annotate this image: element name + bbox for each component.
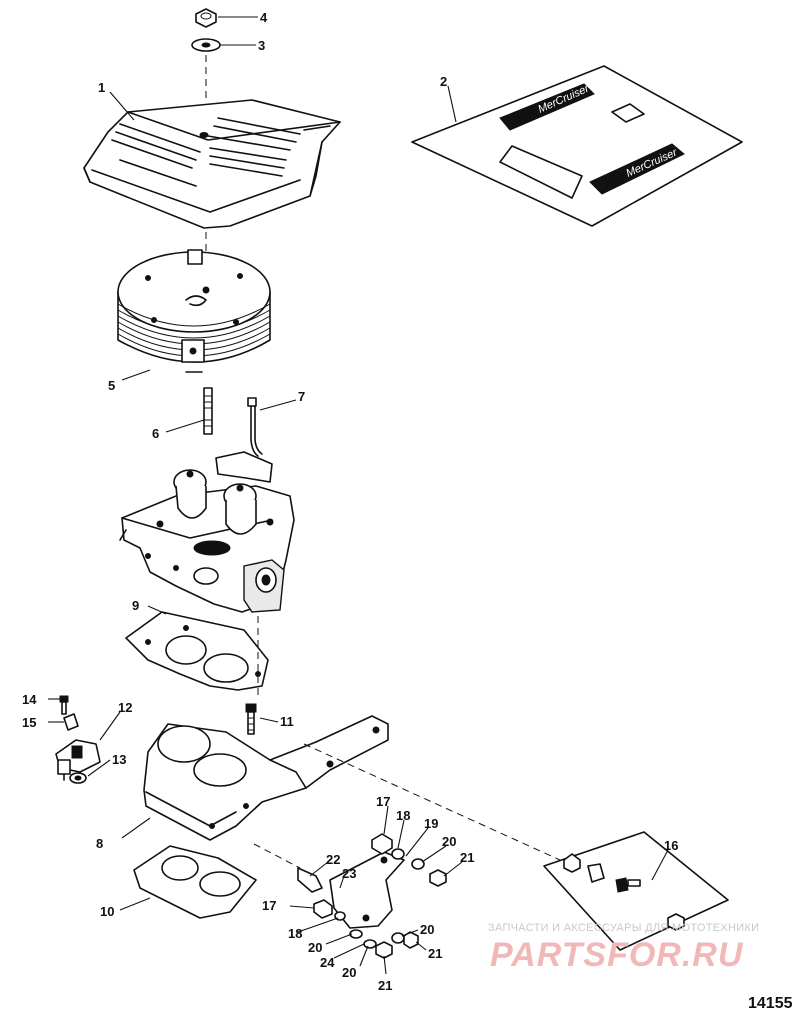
watermark-caption: ЗАПЧАСТИ И АКСЕССУАРЫ ДЛЯ МОТОТЕХНИКИ — [488, 922, 759, 934]
callout-1: 1 — [98, 80, 105, 95]
callout-15: 15 — [22, 715, 36, 730]
callout-24: 24 — [320, 955, 335, 970]
part-13-grommet — [69, 772, 87, 784]
callout-17-upper: 17 — [376, 794, 390, 809]
callout-8: 8 — [96, 836, 103, 851]
part-12-sensor — [55, 739, 101, 781]
part-14-screw — [59, 695, 69, 715]
callout-3: 3 — [258, 38, 265, 53]
part-9-gasket — [125, 611, 269, 691]
part-4-nut — [195, 8, 217, 28]
callout-23: 23 — [342, 866, 356, 881]
callout-20-upper: 20 — [442, 834, 456, 849]
part-7-vent-rod — [247, 397, 263, 457]
callout-16: 16 — [664, 838, 678, 853]
linkage-hardware — [297, 833, 447, 959]
part-8-adapter-bracket — [143, 715, 389, 841]
callout-21-lower-right: 21 — [428, 946, 442, 961]
callout-20-lower-bottom: 20 — [342, 965, 356, 980]
part-6-stud — [203, 387, 213, 435]
callout-18-lower: 18 — [288, 926, 302, 941]
part-5-air-filter-housing — [117, 249, 271, 373]
callout-20-lower-left: 20 — [308, 940, 322, 955]
callout-18-upper: 18 — [396, 808, 410, 823]
callout-7: 7 — [298, 389, 305, 404]
part-3-washer — [191, 38, 221, 52]
callout-22: 22 — [326, 852, 340, 867]
drawing-number: 14155 — [748, 995, 793, 1012]
callout-9: 9 — [132, 598, 139, 613]
part-11-bolt — [245, 703, 257, 735]
callout-6: 6 — [152, 426, 159, 441]
callout-2: 2 — [440, 74, 447, 89]
watermark: ЗАПЧАСТИ И АКСЕССУАРЫ ДЛЯ МОТОТЕХНИКИ PA… — [488, 922, 759, 974]
callout-4: 4 — [260, 10, 268, 25]
callout-labels: 4 3 1 2 5 6 7 9 11 12 13 14 15 8 10 16 1… — [22, 10, 678, 993]
throttle-body — [119, 451, 295, 613]
callout-21-upper: 21 — [460, 850, 474, 865]
callout-17-lower: 17 — [262, 898, 276, 913]
leader-lines — [48, 16, 669, 975]
watermark-brand: PARTSFOR.RU — [490, 936, 744, 974]
part-2-decal-set: MerCruiser MerCruiser — [411, 65, 743, 227]
callout-20-lower-right: 20 — [420, 922, 434, 937]
callout-14: 14 — [22, 692, 37, 707]
part-10-gasket — [133, 845, 257, 919]
callout-13: 13 — [112, 752, 126, 767]
part-16-hardware-kit — [543, 831, 729, 951]
part-1-air-cleaner-cover — [83, 99, 341, 229]
callout-5: 5 — [108, 378, 115, 393]
callout-11: 11 — [280, 714, 294, 729]
callout-21-lower-bottom: 21 — [378, 978, 392, 993]
part-15-clip — [63, 713, 79, 731]
callout-10: 10 — [100, 904, 114, 919]
callout-12: 12 — [118, 700, 132, 715]
callout-19: 19 — [424, 816, 438, 831]
